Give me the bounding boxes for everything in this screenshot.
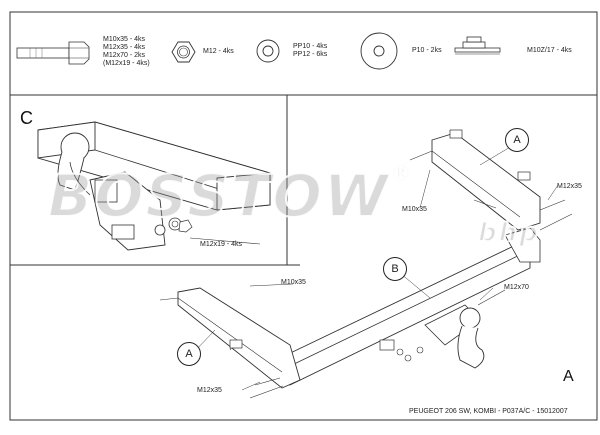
bracket-a-left xyxy=(159,287,301,399)
m12x35-right-label: M12x35 xyxy=(557,183,582,190)
plate-label: M10Z/17 - 4ks xyxy=(527,47,572,54)
view-letter: A xyxy=(563,368,574,385)
watermark: BOSSTOW® xyxy=(47,161,414,231)
nut-label: M12 - 4ks xyxy=(203,48,234,55)
m10x35-left-label: M10x35 xyxy=(281,279,306,286)
leader-m10-left xyxy=(249,283,294,287)
leader-m12x70 xyxy=(479,287,494,301)
washer-pp-label: PP10 - 4ks PP12 - 6ks xyxy=(293,43,328,58)
leader-m12-right xyxy=(547,184,559,201)
m10x35-top-label: M10x35 xyxy=(402,206,427,213)
towball xyxy=(379,289,506,369)
detail-bracket xyxy=(89,171,261,251)
watermark-suffix: bhp xyxy=(477,217,540,249)
bolt-label: M10x35 - 4ks M12x35 - 4ks M12x70 - 2ks (… xyxy=(103,36,150,67)
callout-a-top: A xyxy=(505,128,529,152)
leader-m12-bottom xyxy=(241,381,261,391)
washer-pp-icon xyxy=(256,39,280,63)
detail-bolt-label: M12x19 - 4ks xyxy=(200,241,243,248)
m12x70-label: M12x70 xyxy=(504,284,529,291)
leader-m10-top xyxy=(419,169,431,209)
watermark-text: BOSSTOW xyxy=(47,161,390,231)
callout-b: B xyxy=(383,257,407,281)
callout-a-left: A xyxy=(177,342,201,366)
crossbar-b xyxy=(279,227,541,386)
m12x35-bottom-label: M12x35 xyxy=(197,387,222,394)
washer-p-label: P10 - 2ks xyxy=(412,47,442,54)
drawing-border xyxy=(9,11,598,421)
detail-letter: C xyxy=(20,108,33,128)
detail-towball xyxy=(57,132,91,196)
nut-icon xyxy=(171,41,196,63)
watermark-reg: ® xyxy=(389,161,414,188)
plate-icon xyxy=(454,36,501,55)
leader-line xyxy=(189,237,261,245)
bolt-icon xyxy=(16,41,90,65)
washer-p-icon xyxy=(360,32,398,70)
bracket-a-right xyxy=(409,129,573,231)
footer-title: PEUGEOT 206 SW, KOMBI - P037A/C - 150120… xyxy=(409,408,568,415)
